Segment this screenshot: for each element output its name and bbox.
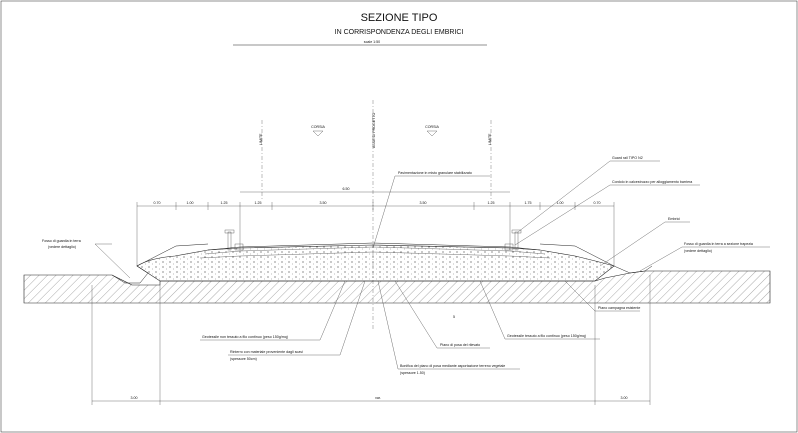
dim-seg-3: 1.25 [221, 201, 228, 205]
right-lane-arrow-icon [426, 130, 438, 137]
dim-seg-4: 1.25 [255, 201, 262, 205]
svg-text:Piano campagna esistente: Piano campagna esistente [598, 306, 640, 310]
svg-text:(spessore 1.50): (spessore 1.50) [400, 371, 425, 375]
right-guardrail-icon [504, 229, 522, 251]
dim-seg-1: 0.70 [154, 201, 161, 205]
dim-seg-2: 1.00 [187, 201, 194, 205]
left-limit-label: LIMITE [259, 133, 263, 145]
embankment-fill [136, 244, 615, 282]
bottom-dim-right: 3.00 [621, 396, 628, 400]
callout-existing-ground: Piano campagna esistente [564, 280, 640, 312]
svg-text:(spessore 50cm): (spessore 50cm) [230, 357, 257, 361]
pavement-subbase-line [199, 251, 551, 259]
callout-guardrail: Guard rail TIPO N2 [517, 156, 660, 233]
svg-text:Geotessile non tessuto a filo: Geotessile non tessuto a filo continuo (… [202, 335, 288, 339]
overall-dim-value: 6.50 [343, 187, 350, 191]
callout-right-ditch: Fosso di guardia in terra a sezione trap… [639, 242, 770, 272]
svg-text:Rinterro con materiale proveni: Rinterro con materiale proveniente dagli… [230, 350, 303, 354]
svg-text:Cordolo in calcestruzzo per al: Cordolo in calcestruzzo per alloggiament… [612, 180, 692, 184]
svg-text:Fosso di guardia in terra a se: Fosso di guardia in terra a sezione trap… [684, 242, 753, 246]
segment-dim-ticks [136, 202, 615, 266]
drawing-scale: scale 1:50 [364, 40, 380, 44]
right-slope [539, 243, 615, 267]
left-lane-label: CORSIA [311, 125, 325, 129]
pavement-base-line [204, 246, 546, 255]
callout-embrici: Embrici [599, 217, 690, 267]
svg-text:Geotessile tessuto a filo cont: Geotessile tessuto a filo continuo (peso… [507, 334, 586, 338]
existing-ground [23, 270, 771, 304]
right-ditch [613, 265, 653, 274]
svg-text:(vedere dettaglio): (vedere dettaglio) [48, 245, 76, 249]
svg-text:Piano di posa del rilevato: Piano di posa del rilevato [440, 343, 480, 347]
left-guardrail-icon [224, 229, 244, 251]
dim-seg-7: 1.25 [488, 201, 495, 205]
pavement-top-line [207, 242, 541, 251]
callout-geotextile-right: Geotessile tessuto a filo continuo (peso… [479, 280, 600, 340]
svg-text:(vedere dettaglio): (vedere dettaglio) [684, 249, 712, 253]
left-ditch [111, 265, 149, 284]
callout-pavement: Pavimentazione in misto granulare stabil… [372, 171, 490, 249]
svg-text:Fosso di guardia in terra: Fosso di guardia in terra [42, 239, 81, 243]
left-slope [136, 243, 209, 267]
bottom-dim-left: 3.00 [131, 396, 138, 400]
dim-seg-10: 0.70 [594, 201, 601, 205]
project-axis-label: ASSE DI PROGETTO [372, 113, 376, 148]
dim-seg-9: 1.00 [557, 201, 564, 205]
callout-left-ditch: Fosso di guardia in terra (vedere dettag… [42, 239, 131, 279]
sheet-note: 5 [453, 315, 455, 319]
dim-seg-5: 3.50 [320, 201, 327, 205]
callout-compaction: Bonifica del piano di posa mediante aspo… [377, 280, 520, 375]
svg-text:Pavimentazione in misto granul: Pavimentazione in misto granulare stabil… [398, 171, 472, 175]
svg-text:Bonifica del piano di posa med: Bonifica del piano di posa mediante aspo… [400, 364, 505, 368]
bottom-dim-center: var. [375, 396, 381, 400]
svg-text:Embrici: Embrici [668, 217, 680, 221]
svg-text:Guard rail TIPO N2: Guard rail TIPO N2 [612, 156, 643, 160]
drawing-subtitle: IN CORRISPONDENZA DEGLI EMBRICI [335, 29, 464, 36]
callout-curb: Cordolo in calcestruzzo per alloggiament… [514, 180, 700, 246]
callout-fill-left: Rinterro con materiale proveniente dagli… [228, 280, 366, 361]
right-limit-label: LIMITE [488, 133, 492, 145]
dim-seg-8: 1.75 [525, 201, 532, 205]
callout-geotextile-left: Geotessile non tessuto a filo continuo (… [200, 280, 346, 341]
dim-seg-6: 3.50 [420, 201, 427, 205]
callout-road-level: Piano di posa del rilevato [394, 280, 490, 349]
left-lane-arrow-icon [312, 130, 324, 137]
right-lane-label: CORSIA [425, 125, 439, 129]
drawing-title: SEZIONE TIPO [361, 12, 438, 24]
